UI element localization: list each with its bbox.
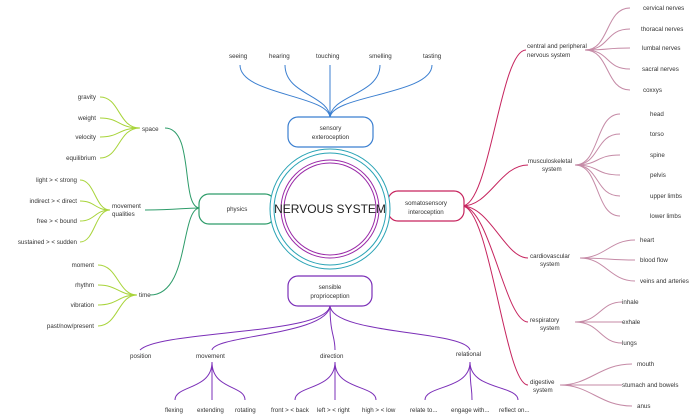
resp-leaf-inhale: inhale bbox=[622, 299, 639, 306]
cardiovascular-label-1: cardiovascular bbox=[530, 253, 570, 260]
somato-edges bbox=[461, 49, 529, 386]
mq-leaf-sustained-sudden: sustained > < sudden bbox=[18, 239, 78, 246]
relational-leaf-relate: relate to... bbox=[410, 407, 438, 414]
time-leaf-vibration: vibration bbox=[71, 302, 95, 309]
ms-leaf-torso: torso bbox=[650, 131, 664, 138]
sensory-leaf-seeing: seeing bbox=[229, 53, 248, 60]
central-label-1: central and peripheral bbox=[527, 43, 587, 50]
somatosensory-node[interactable]: somatosensory interoception bbox=[387, 190, 465, 222]
dig-leaf-mouth: mouth bbox=[637, 361, 655, 368]
time-leaf-moment: moment bbox=[72, 262, 95, 269]
central-leaf-thoracal: thoracal nerves bbox=[641, 26, 683, 33]
central-label-2: nervous system bbox=[527, 52, 570, 59]
space-leaf-equilibrium: equilibrium bbox=[66, 155, 96, 162]
central-leaf-coxxys: coxxys bbox=[643, 87, 662, 94]
physics-space-label: space bbox=[142, 126, 159, 133]
proprio-label-1: sensible bbox=[319, 284, 342, 291]
respiratory-label-1: respiratory bbox=[530, 317, 560, 324]
sensory-node[interactable]: sensory exteroception bbox=[287, 116, 374, 148]
dig-leaf-stumach-bowels: stumach and bowels bbox=[622, 382, 678, 389]
space-leaf-weight: weight bbox=[77, 115, 96, 122]
ms-leaf-head: head bbox=[650, 111, 664, 118]
movement-leaf-extending: extending bbox=[197, 407, 224, 414]
proprio-direction-label: direction bbox=[320, 353, 344, 360]
resp-leaf-lungs: lungs bbox=[622, 340, 637, 347]
space-leaf-velocity: velocity bbox=[75, 134, 97, 141]
central-leaf-lumbal: lumbal nerves bbox=[642, 45, 681, 52]
musculoskeletal-label-1: musculoskeletal bbox=[528, 158, 572, 165]
resp-leaf-exhale: exhale bbox=[622, 319, 641, 326]
movement-leaf-rotating: rotating bbox=[235, 407, 256, 414]
somato-label-2: interoception bbox=[408, 209, 444, 216]
sensory-leaf-smelling: smelling bbox=[369, 53, 392, 60]
cardiovascular-label-2: system bbox=[540, 261, 560, 268]
center-node[interactable]: NERVOUS SYSTEM bbox=[269, 148, 391, 270]
sensory-leaf-touching: touching bbox=[316, 53, 340, 60]
sensory-label-1: sensory bbox=[320, 125, 343, 132]
physics-label: physics bbox=[227, 206, 248, 213]
physics-edges bbox=[144, 127, 201, 296]
sensory-leaf-hearing: hearing bbox=[269, 53, 290, 60]
physics-node[interactable]: physics bbox=[198, 193, 276, 225]
cv-leaf-veins-arteries: veins and arteries bbox=[640, 278, 689, 285]
sensory-edges bbox=[239, 64, 433, 119]
proprio-label-2: proprioception bbox=[310, 293, 350, 300]
mq-leaf-light-strong: light > < strong bbox=[36, 177, 77, 184]
sensory-label-2: exteroception bbox=[312, 134, 350, 141]
respiratory-label-2: system bbox=[540, 325, 560, 332]
central-leaf-sacral: sacral nerves bbox=[642, 66, 679, 73]
ms-leaf-spine: spine bbox=[650, 152, 665, 159]
sensory-leaf-tasting: tasting bbox=[423, 53, 442, 60]
mq-leaf-free-bound: free > < bound bbox=[37, 218, 78, 225]
direction-leaf-front-back: front > < back bbox=[271, 407, 310, 414]
musculoskeletal-label-2: system bbox=[542, 166, 562, 173]
ms-leaf-pelvis: pelvis bbox=[650, 172, 666, 179]
digestive-label-2: system bbox=[533, 387, 553, 394]
proprio-movement-label: movement bbox=[196, 353, 225, 360]
ms-leaf-lower-limbs: lower limbs bbox=[650, 213, 681, 220]
ms-leaf-upper-limbs: upper limbs bbox=[650, 193, 682, 200]
somato-leaf-edges bbox=[559, 7, 636, 407]
time-leaf-rhythm: rhythm bbox=[75, 282, 94, 289]
movement-qualities-label-2: qualities bbox=[112, 211, 135, 218]
somato-label-1: somatosensory bbox=[405, 200, 448, 207]
movement-qualities-label-1: movement bbox=[112, 203, 141, 210]
space-leaf-gravity: gravity bbox=[78, 94, 97, 101]
relational-leaf-engage: engage with... bbox=[451, 407, 490, 414]
center-label: NERVOUS SYSTEM bbox=[274, 202, 386, 216]
relational-leaf-reflect: reflect on... bbox=[499, 407, 530, 414]
proprio-position-label: position bbox=[130, 353, 152, 360]
cv-leaf-heart: heart bbox=[640, 237, 654, 244]
proprioception-node[interactable]: sensible proprioception bbox=[287, 275, 373, 307]
cv-leaf-blood-flow: blood flow bbox=[640, 257, 668, 264]
direction-leaf-left-right: left > < right bbox=[317, 407, 350, 414]
digestive-label-1: digestive bbox=[530, 379, 555, 386]
movement-leaf-flexing: flexing bbox=[165, 407, 183, 414]
physics-leaf-edges bbox=[79, 96, 141, 327]
dig-leaf-anus: anus bbox=[637, 403, 650, 410]
central-leaf-cervical: cervical nerves bbox=[643, 5, 684, 12]
physics-time-label: time bbox=[139, 292, 151, 299]
direction-leaf-high-low: high > < low bbox=[362, 407, 396, 414]
mq-leaf-indirect-direct: indirect > < direct bbox=[30, 198, 78, 205]
proprio-edges bbox=[139, 304, 519, 401]
time-leaf-past-now-present: past/now/present bbox=[47, 323, 94, 330]
proprio-relational-label: relational bbox=[456, 351, 481, 358]
